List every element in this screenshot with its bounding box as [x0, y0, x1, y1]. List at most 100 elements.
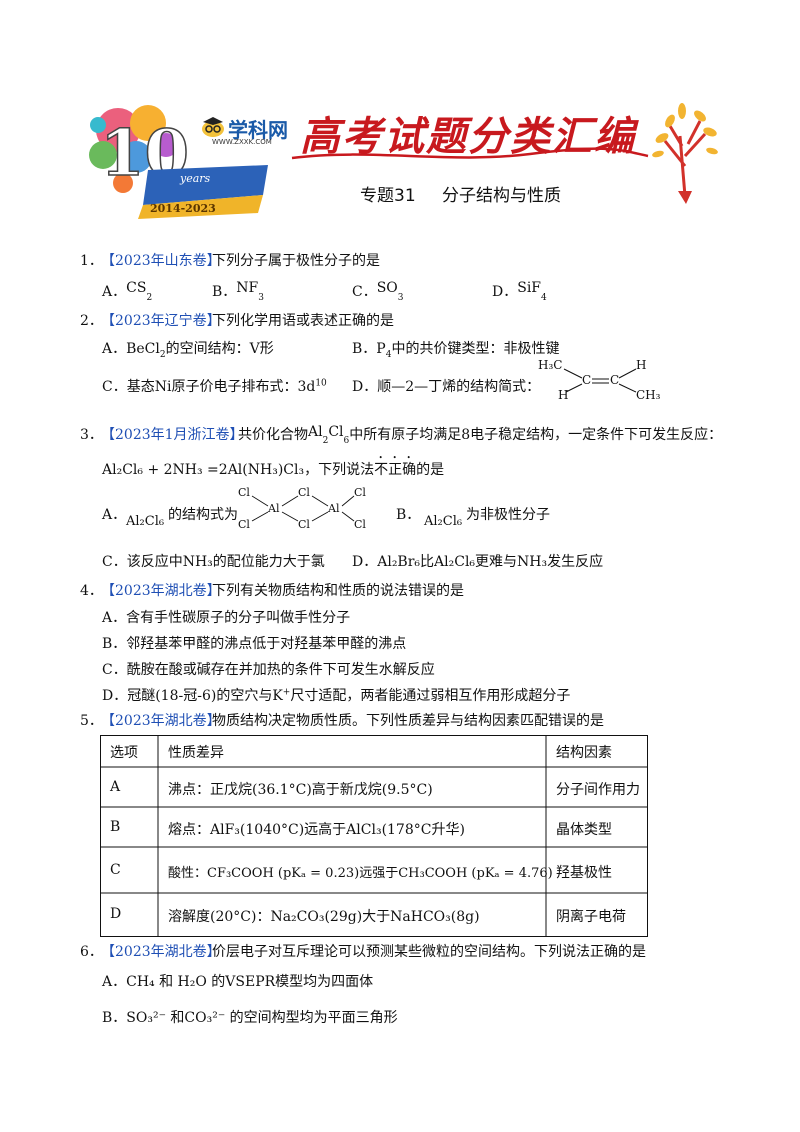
q2-option-a[interactable]: A．BeCl2的空间结构：V形 — [102, 338, 274, 360]
q3-option-c[interactable]: C．该反应中NH₃的配位能力大于氯 — [102, 551, 325, 571]
q6-stem: 价层电子对互斥理论可以预测某些微粒的空间结构。下列说法正确的是 — [212, 944, 646, 960]
q6-option-a[interactable]: A．CH₄ 和 H₂O 的VSEPR模型均为四面体 — [102, 974, 374, 990]
s-cl-4: Cl — [238, 518, 250, 531]
q3-option-b-letter: B． — [396, 507, 421, 523]
q5-row-b-property: 熔点：AlF₃(1040°C)远高于AlCl₃(178°C升华) — [168, 822, 465, 838]
q3-option-b[interactable]: B． — [396, 504, 420, 524]
q2-stem: 下列化学用语或表述正确的是 — [212, 313, 394, 329]
struct-bonds — [563, 368, 637, 393]
q5-row-a-option[interactable]: A — [110, 779, 121, 795]
q3-option-d-text2: 比 — [420, 554, 435, 570]
q5-header-property: 性质差异 — [168, 745, 224, 761]
q3-option-d-text3: 更难与 — [475, 554, 518, 570]
q2-option-b[interactable]: B．P4中的共价键类型：非极性键 — [352, 338, 559, 360]
q6-source-tag: 【2023年湖北卷】 — [101, 944, 221, 960]
badge-years: years — [180, 172, 211, 185]
q1-option-b-letter: B． — [212, 284, 237, 300]
q3-stem-formula-cl: Cl — [328, 424, 344, 440]
logo-mascot-icon — [202, 117, 224, 137]
q3-stem-formula-al: Al — [308, 424, 323, 440]
q3-option-b-label: Al₂Cl₆ — [424, 514, 463, 529]
q5-table: 选项 性质差异 结构因素 A 沸点：正戊烷(36.1°C)高于新戊烷(9.5°C… — [100, 735, 648, 937]
q3-option-c-formula: NH₃ — [182, 554, 213, 570]
q5-row-d-option[interactable]: D — [110, 906, 122, 922]
anniversary-badge-graphic: 10 — [89, 105, 268, 219]
q4-option-d-text2: 尺寸适配，两者能通过弱相互作用形成超分子 — [290, 688, 571, 704]
q5-stem: 物质结构决定物质性质。下列性质差异与结构因素匹配错误的是 — [212, 713, 604, 729]
subtitle-number: 专题31 — [360, 186, 416, 206]
q2-option-a-text1: A．BeCl — [102, 341, 160, 357]
q2-option-d[interactable]: D．顺—2—丁烯的结构简式： — [352, 376, 540, 396]
q1-option-c-sub: 3 — [397, 292, 404, 303]
q3-option-d-letter: D． — [352, 554, 378, 570]
logo-brand: 学科网 — [228, 118, 288, 142]
q1-option-b-sub: 3 — [258, 292, 264, 303]
q3-equation-tail1: ，下列说法 — [304, 462, 375, 478]
q1-option-d[interactable]: D．SiF4 — [492, 280, 547, 303]
q1-option-a-formula: CS — [126, 280, 147, 296]
q1-stem: 下列分子属于极性分子的是 — [212, 253, 380, 269]
q5-number: 5． — [80, 713, 103, 729]
q1-option-d-sub: 4 — [541, 292, 547, 303]
q1-option-b[interactable]: B．NF3 — [212, 280, 264, 303]
q3-equation-line: Al₂Cl₆ + 2NH₃ =2Al(NH₃)Cl₃，下列说法不正确的是 — [102, 454, 444, 479]
q5-source-tag: 【2023年湖北卷】 — [101, 713, 221, 729]
badge-range: 2014-2023 — [150, 202, 216, 215]
q3-option-d-text4: 发生反应 — [547, 554, 604, 570]
q5-row-c-factor: 羟基极性 — [556, 865, 612, 881]
q1-number: 1． — [80, 253, 103, 269]
tree-decoration-icon — [652, 103, 718, 204]
q4-option-d[interactable]: D．冠醚(18-冠-6)的空穴与K+尺寸适配，两者能通过弱相互作用形成超分子 — [102, 685, 570, 705]
struct-c1: C — [582, 373, 592, 387]
q5-row-a-property: 沸点：正戊烷(36.1°C)高于新戊烷(9.5°C) — [168, 782, 433, 798]
q1-option-c-formula: SO — [376, 280, 398, 296]
q1-option-c-letter: C． — [352, 284, 377, 300]
s-cl-6: Cl — [354, 518, 366, 531]
q1-option-d-letter: D． — [492, 284, 518, 300]
struct-ch3-top: H₃C — [538, 358, 563, 372]
q6-option-b[interactable]: B．SO₃²⁻ 和CO₃²⁻ 的空间构型均为平面三角形 — [102, 1010, 398, 1026]
q3-option-a[interactable]: A． — [102, 504, 126, 524]
s-cl-1: Cl — [238, 486, 250, 499]
q1-option-c[interactable]: C．SO3 — [352, 280, 404, 303]
s-al-2: Al — [328, 502, 340, 515]
q5-header-option: 选项 — [110, 745, 138, 761]
q3-option-d[interactable]: D．Al₂Br₆比Al₂Cl₆更难与NH₃发生反应 — [352, 551, 603, 571]
q2-option-c[interactable]: C．基态Ni原子价电子排布式：3d10 — [102, 376, 327, 396]
q3-stem-part1: 共价化合物 — [238, 427, 308, 443]
banner-swirl — [291, 147, 649, 160]
q2-number: 2． — [80, 313, 103, 329]
q5-row-b-option[interactable]: B — [110, 819, 121, 835]
q4-option-a[interactable]: A．含有手性碳原子的分子叫做手性分子 — [102, 610, 351, 626]
q3-stem-part2: 中所有原子均满足8电子稳定结构，一定条件下可发生反应： — [349, 427, 723, 443]
q1-option-a[interactable]: A．CS2 — [102, 280, 152, 303]
q3-option-d-formula2: Al₂Cl₆ — [434, 554, 476, 570]
q3-equation: Al₂Cl₆ + 2NH₃ =2Al(NH₃)Cl₃ — [102, 462, 305, 478]
q5-header-factor: 结构因素 — [556, 745, 612, 761]
logo-url: WWW.ZXXK.COM — [212, 138, 272, 146]
q3-option-c-text1: C．该反应中 — [102, 554, 183, 570]
q2-structure-diagram: H₃C H C C H CH₃ — [538, 358, 668, 404]
q4-number: 4． — [80, 583, 103, 599]
q6-number: 6． — [80, 944, 103, 960]
q3-equation-tail2: 的是 — [416, 462, 445, 478]
q4-source-tag: 【2023年湖北卷】 — [101, 583, 221, 599]
q1-option-b-formula: NF — [236, 280, 259, 296]
q5-row-c-option[interactable]: C — [110, 862, 121, 878]
q4-option-c[interactable]: C．酰胺在酸或碱存在并加热的条件下可发生水解反应 — [102, 662, 435, 678]
q5-row-d-property: 溶解度(20°C)：Na₂CO₃(29g)大于NaHCO₃(8g) — [168, 909, 480, 925]
q1-option-a-letter: A． — [102, 284, 127, 300]
s-cl-3: Cl — [354, 486, 366, 499]
q4-option-d-sup: + — [282, 687, 291, 698]
s-cl-2: Cl — [298, 486, 310, 499]
q3-number: 3． — [80, 427, 103, 443]
q5-row-b-factor: 晶体类型 — [556, 822, 612, 838]
q2-option-b-text1: B．P — [352, 341, 386, 357]
q3-option-c-text2: 的配位能力大于氯 — [212, 554, 325, 570]
struct-h-top: H — [636, 358, 647, 372]
q3-source-tag: 【2023年1月浙江卷】 — [101, 427, 244, 443]
q4-option-b[interactable]: B．邻羟基苯甲醛的沸点低于对羟基苯甲醛的沸点 — [102, 636, 407, 652]
q2-option-c-sup: 10 — [315, 378, 327, 389]
q3-structure-diagram: Cl Cl Cl Al Al Cl Cl Cl — [236, 486, 376, 531]
q2-option-a-sub: 2 — [159, 349, 166, 360]
